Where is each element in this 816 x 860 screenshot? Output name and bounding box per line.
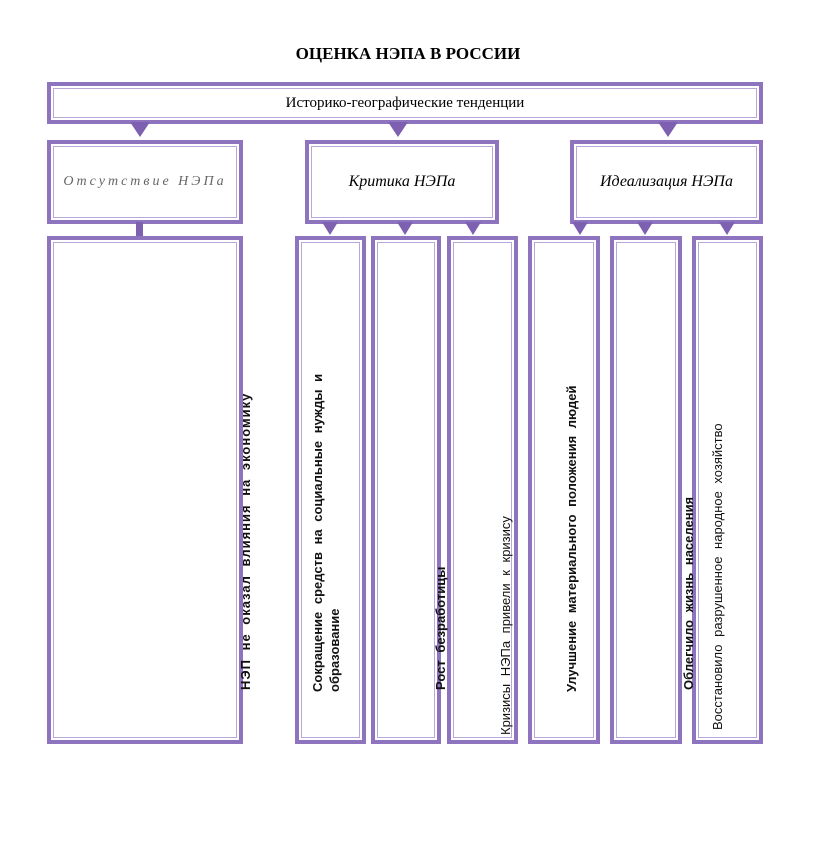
item-text: Восстановило разрушенное народное хозяйс… <box>710 423 725 730</box>
top-box-label: Историко-географические тенденции <box>285 94 525 111</box>
arrow-down-icon <box>658 122 678 137</box>
category-absence: Отсутствие НЭПа <box>47 140 243 224</box>
item-text: НЭП не оказал влияния на экономику <box>238 392 253 690</box>
item-text: Сокращение средств на социальные нужды и… <box>310 373 342 692</box>
item-box <box>47 236 243 744</box>
item-box <box>528 236 600 744</box>
arrow-down-icon <box>719 222 735 235</box>
arrow-down-icon <box>572 222 588 235</box>
item-box <box>692 236 763 744</box>
category-idealization: Идеализация НЭПа <box>570 140 763 224</box>
arrow-down-icon <box>397 222 413 235</box>
arrow-down-icon <box>322 222 338 235</box>
arrow-down-icon <box>465 222 481 235</box>
item-text: Кризисы НЭПа привели к кризису <box>498 516 513 735</box>
arrow-down-icon <box>130 122 150 137</box>
item-box <box>371 236 441 744</box>
category-label: Отсутствие НЭПа <box>63 174 227 189</box>
item-box <box>610 236 682 744</box>
category-label: Идеализация НЭПа <box>600 173 733 190</box>
diagram-title: ОЦЕНКА НЭПА В РОССИИ <box>295 44 521 63</box>
category-critique: Критика НЭПа <box>305 140 499 224</box>
arrow-down-icon <box>637 222 653 235</box>
item-text: Улучшение материального положения людей <box>564 385 579 692</box>
connector-line <box>136 222 143 238</box>
item-text: Рост безработицы <box>433 566 448 690</box>
top-box: Историко-географические тенденции <box>47 82 763 124</box>
category-label: Критика НЭПа <box>348 173 456 190</box>
item-box <box>295 236 366 744</box>
item-box <box>447 236 518 744</box>
arrow-down-icon <box>388 122 408 137</box>
item-text: Облегчило жизнь населения <box>681 496 696 690</box>
